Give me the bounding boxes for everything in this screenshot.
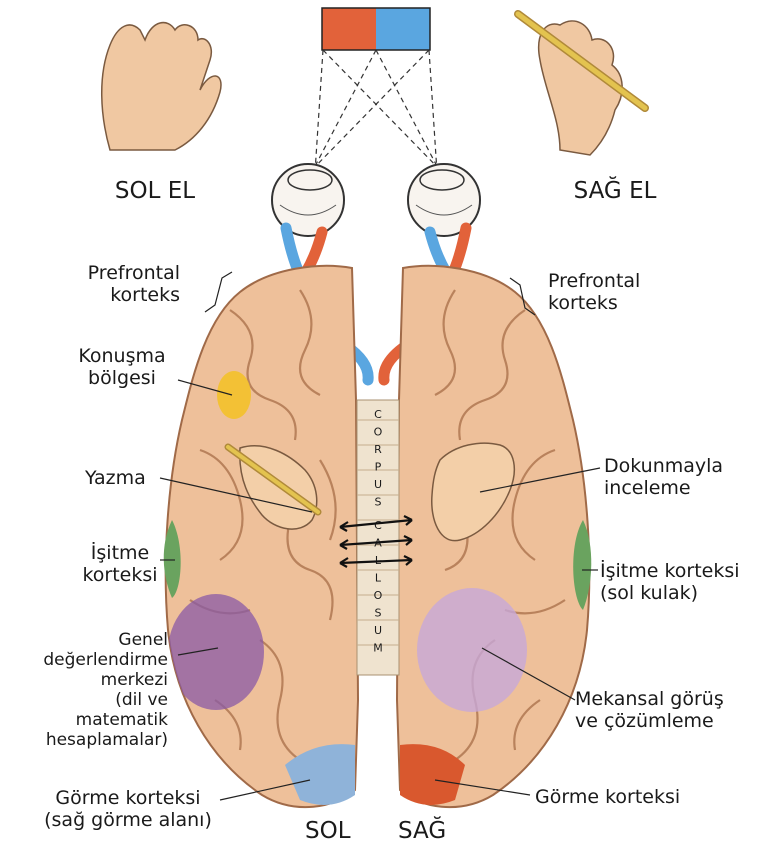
prefrontal-right-label: Prefrontal korteks xyxy=(548,270,668,314)
general-line6: hesaplamalar) xyxy=(10,730,168,750)
touch-line1: Dokunmayla xyxy=(604,455,744,477)
speech-line2: bölgesi xyxy=(62,367,182,389)
prefrontal-left-line1: Prefrontal xyxy=(60,262,180,284)
visual-left-line1: Görme korteksi xyxy=(28,787,228,809)
visual-right-label: Görme korteksi xyxy=(535,786,680,808)
hearing-left-label: İşitme korteksi xyxy=(70,542,170,586)
hearing-left-line1: İşitme xyxy=(70,542,170,564)
prefrontal-left-label: Prefrontal korteks xyxy=(60,262,180,306)
speech-area xyxy=(217,371,251,419)
touch-label: Dokunmayla inceleme xyxy=(604,455,744,499)
general-label: Genel değerlendirme merkezi (dil ve mate… xyxy=(10,630,168,750)
hearing-right-label: İşitme korteksi (sol kulak) xyxy=(600,560,765,604)
speech-label: Konuşma bölgesi xyxy=(62,345,182,389)
general-line2: değerlendirme xyxy=(10,650,168,670)
right-hemisphere-label: SAĞ xyxy=(398,818,446,844)
general-line1: Genel xyxy=(10,630,168,650)
visual-left-line2: (sağ görme alanı) xyxy=(28,809,228,831)
prefrontal-left-line2: korteks xyxy=(60,284,180,306)
hearing-right-line1: İşitme korteksi xyxy=(600,560,765,582)
left-hand-illustration xyxy=(102,23,221,150)
visual-left-label: Görme korteksi (sağ görme alanı) xyxy=(28,787,228,831)
hearing-left-line2: korteksi xyxy=(70,564,170,586)
prefrontal-right-line2: korteks xyxy=(548,292,668,314)
right-hand-illustration xyxy=(518,14,645,155)
left-hemisphere xyxy=(166,266,358,807)
spatial-line1: Mekansal görüş xyxy=(575,688,755,710)
general-line4: (dil ve xyxy=(10,690,168,710)
vision-lines xyxy=(307,50,445,175)
hearing-right-line2: (sol kulak) xyxy=(600,582,765,604)
left-visual-field-box xyxy=(322,8,376,50)
general-line5: matematik xyxy=(10,710,168,730)
speech-line1: Konuşma xyxy=(62,345,182,367)
prefrontal-right-line1: Prefrontal xyxy=(548,270,668,292)
right-hand-label: SAĞ EL xyxy=(540,178,690,204)
left-hemisphere-label: SOL xyxy=(305,818,351,844)
spatial-label: Mekansal görüş ve çözümleme xyxy=(575,688,755,732)
writing-label: Yazma xyxy=(85,467,146,489)
general-line3: merkezi xyxy=(10,670,168,690)
spatial-line2: ve çözümleme xyxy=(575,710,755,732)
right-visual-field-box xyxy=(376,8,430,50)
touch-line2: inceleme xyxy=(604,477,744,499)
right-hemisphere xyxy=(397,266,589,807)
spatial-area xyxy=(417,588,527,712)
left-hand-label: SOL EL xyxy=(80,178,230,204)
